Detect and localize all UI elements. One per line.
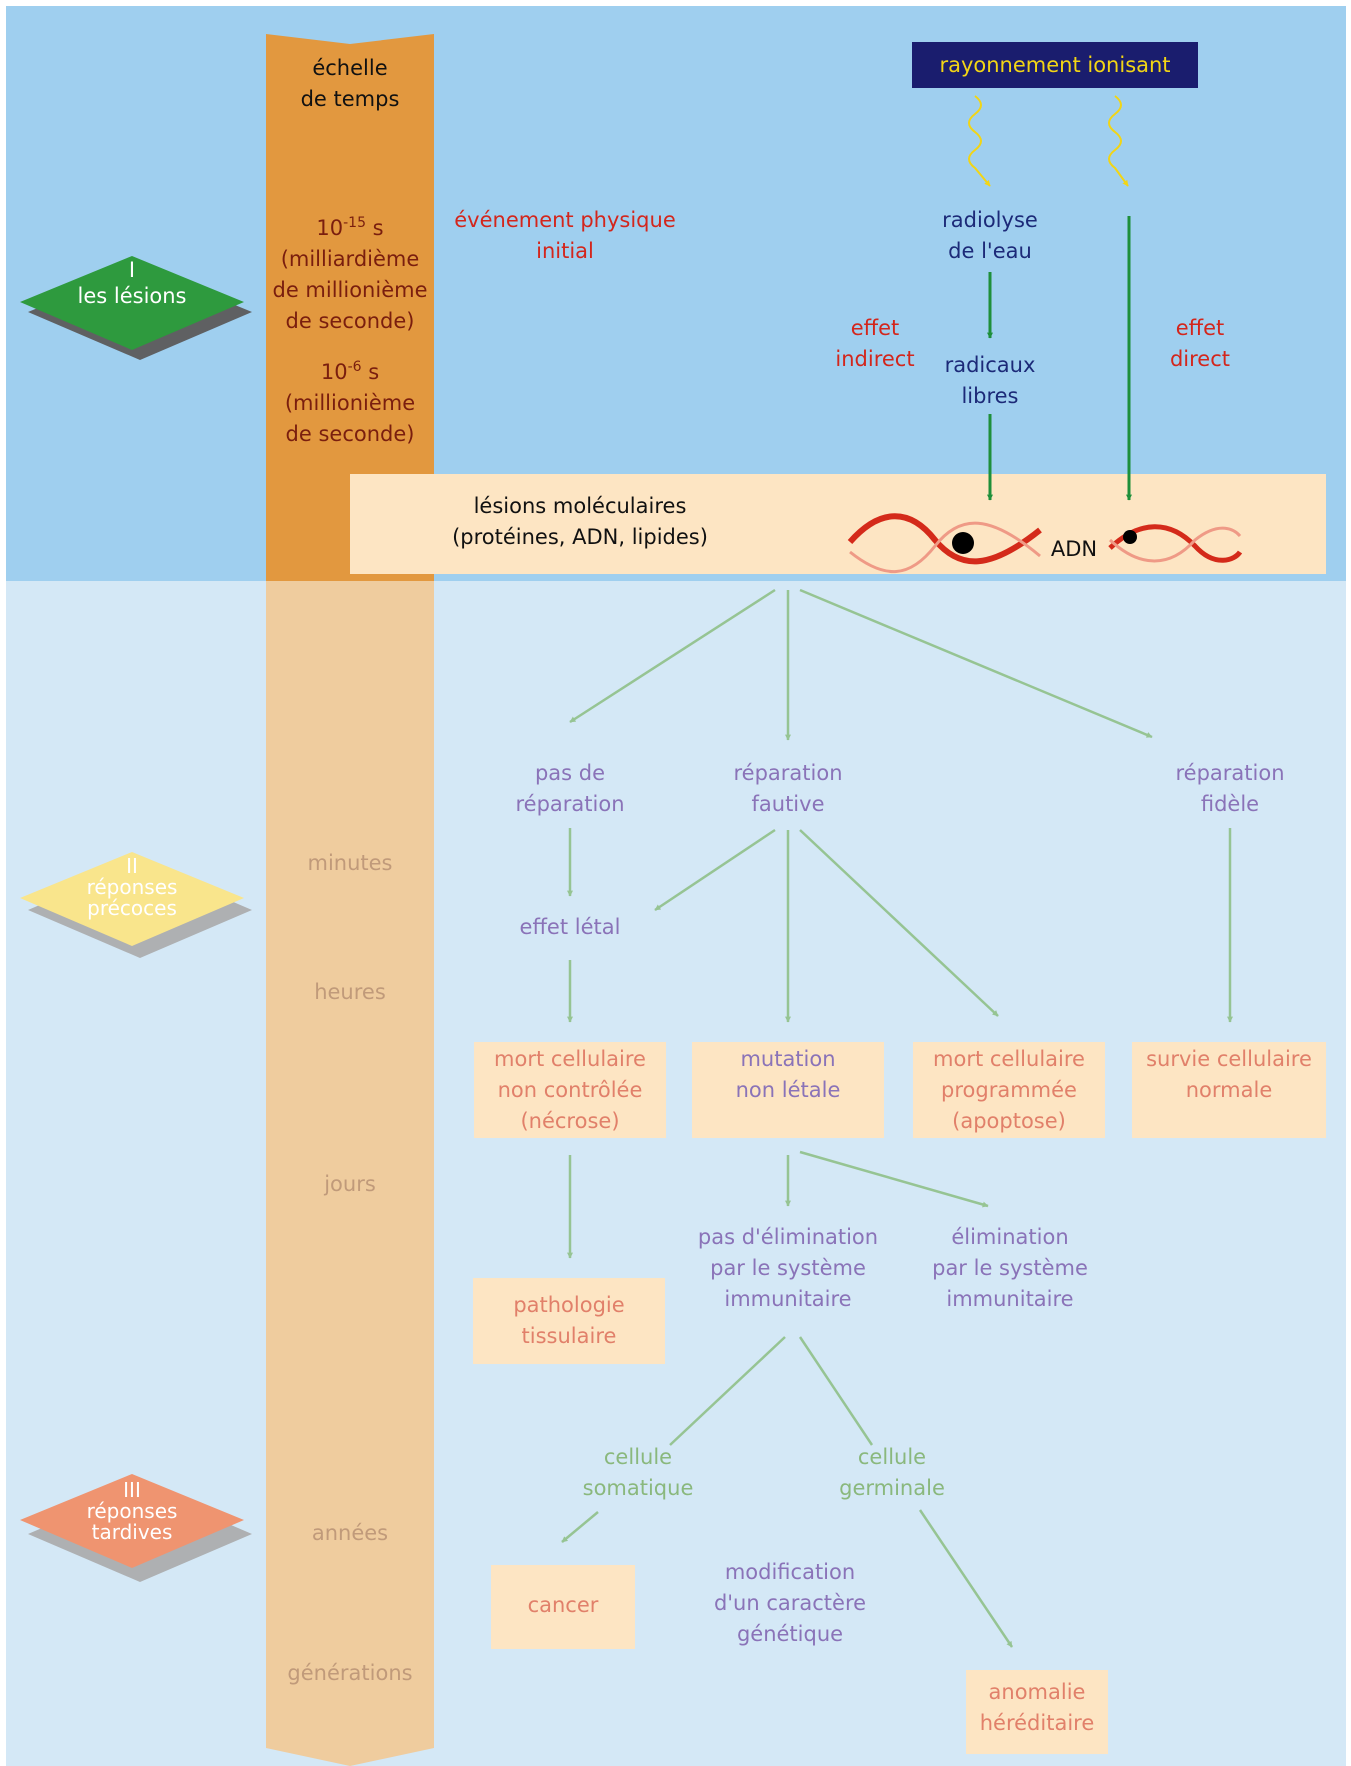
cancer-box: [491, 1565, 635, 1649]
line-to-somatic: [669, 1336, 786, 1446]
cancer-label: cancer: [527, 1593, 599, 1617]
arrow-to-faithful-repair: [799, 588, 1153, 739]
timescale-days: jours: [324, 1172, 376, 1196]
timescale-bar-top: [266, 34, 434, 581]
survival-box: [1132, 1042, 1326, 1138]
lethal-effect-node: effet létal: [519, 915, 621, 939]
molecular-lesions-label: lésions moléculaires(protéines, ADN, lip…: [452, 494, 708, 549]
arrow-mutation-to-elimination: [799, 1150, 989, 1208]
dna-label: ADN: [1050, 537, 1098, 561]
molecular-lesions-band: [350, 474, 1326, 574]
phase-diamond-lesions: [20, 256, 252, 360]
arrow-germinal-to-hereditary: [918, 1509, 1014, 1648]
tissue-box: [473, 1278, 665, 1364]
radiation-source-box: [912, 42, 1198, 88]
timescale-years: années: [311, 1521, 389, 1545]
arrow-faulty-to-apoptosis: [799, 829, 999, 1017]
timescale-generations: générations: [287, 1661, 413, 1685]
timescale-hours: heures: [314, 980, 386, 1004]
timescale-minutes: minutes: [307, 851, 393, 875]
arrow-somatic-to-cancer: [561, 1511, 599, 1543]
dna-helix-right: [1108, 524, 1243, 563]
radiation-wave-indirect: [968, 95, 991, 187]
timescale-bar-bottom: [266, 581, 434, 1766]
hereditary-box: [966, 1670, 1108, 1754]
responses-phase-background: [6, 581, 1346, 1766]
radiation-wave-direct: [1108, 95, 1129, 187]
dna-helix-left: [847, 513, 1042, 574]
necrosis-box: [474, 1042, 666, 1138]
radiation-source-label: rayonnement ionisant: [939, 53, 1171, 77]
line-to-germinal: [798, 1336, 874, 1446]
phase-diamond-late: [20, 1474, 252, 1582]
arrow-to-no-repair: [569, 588, 776, 724]
apoptosis-box: [913, 1042, 1105, 1138]
arrow-faulty-to-lethal: [654, 828, 776, 912]
mutation-box: [692, 1042, 884, 1138]
phase-diamond-early: [20, 852, 252, 958]
